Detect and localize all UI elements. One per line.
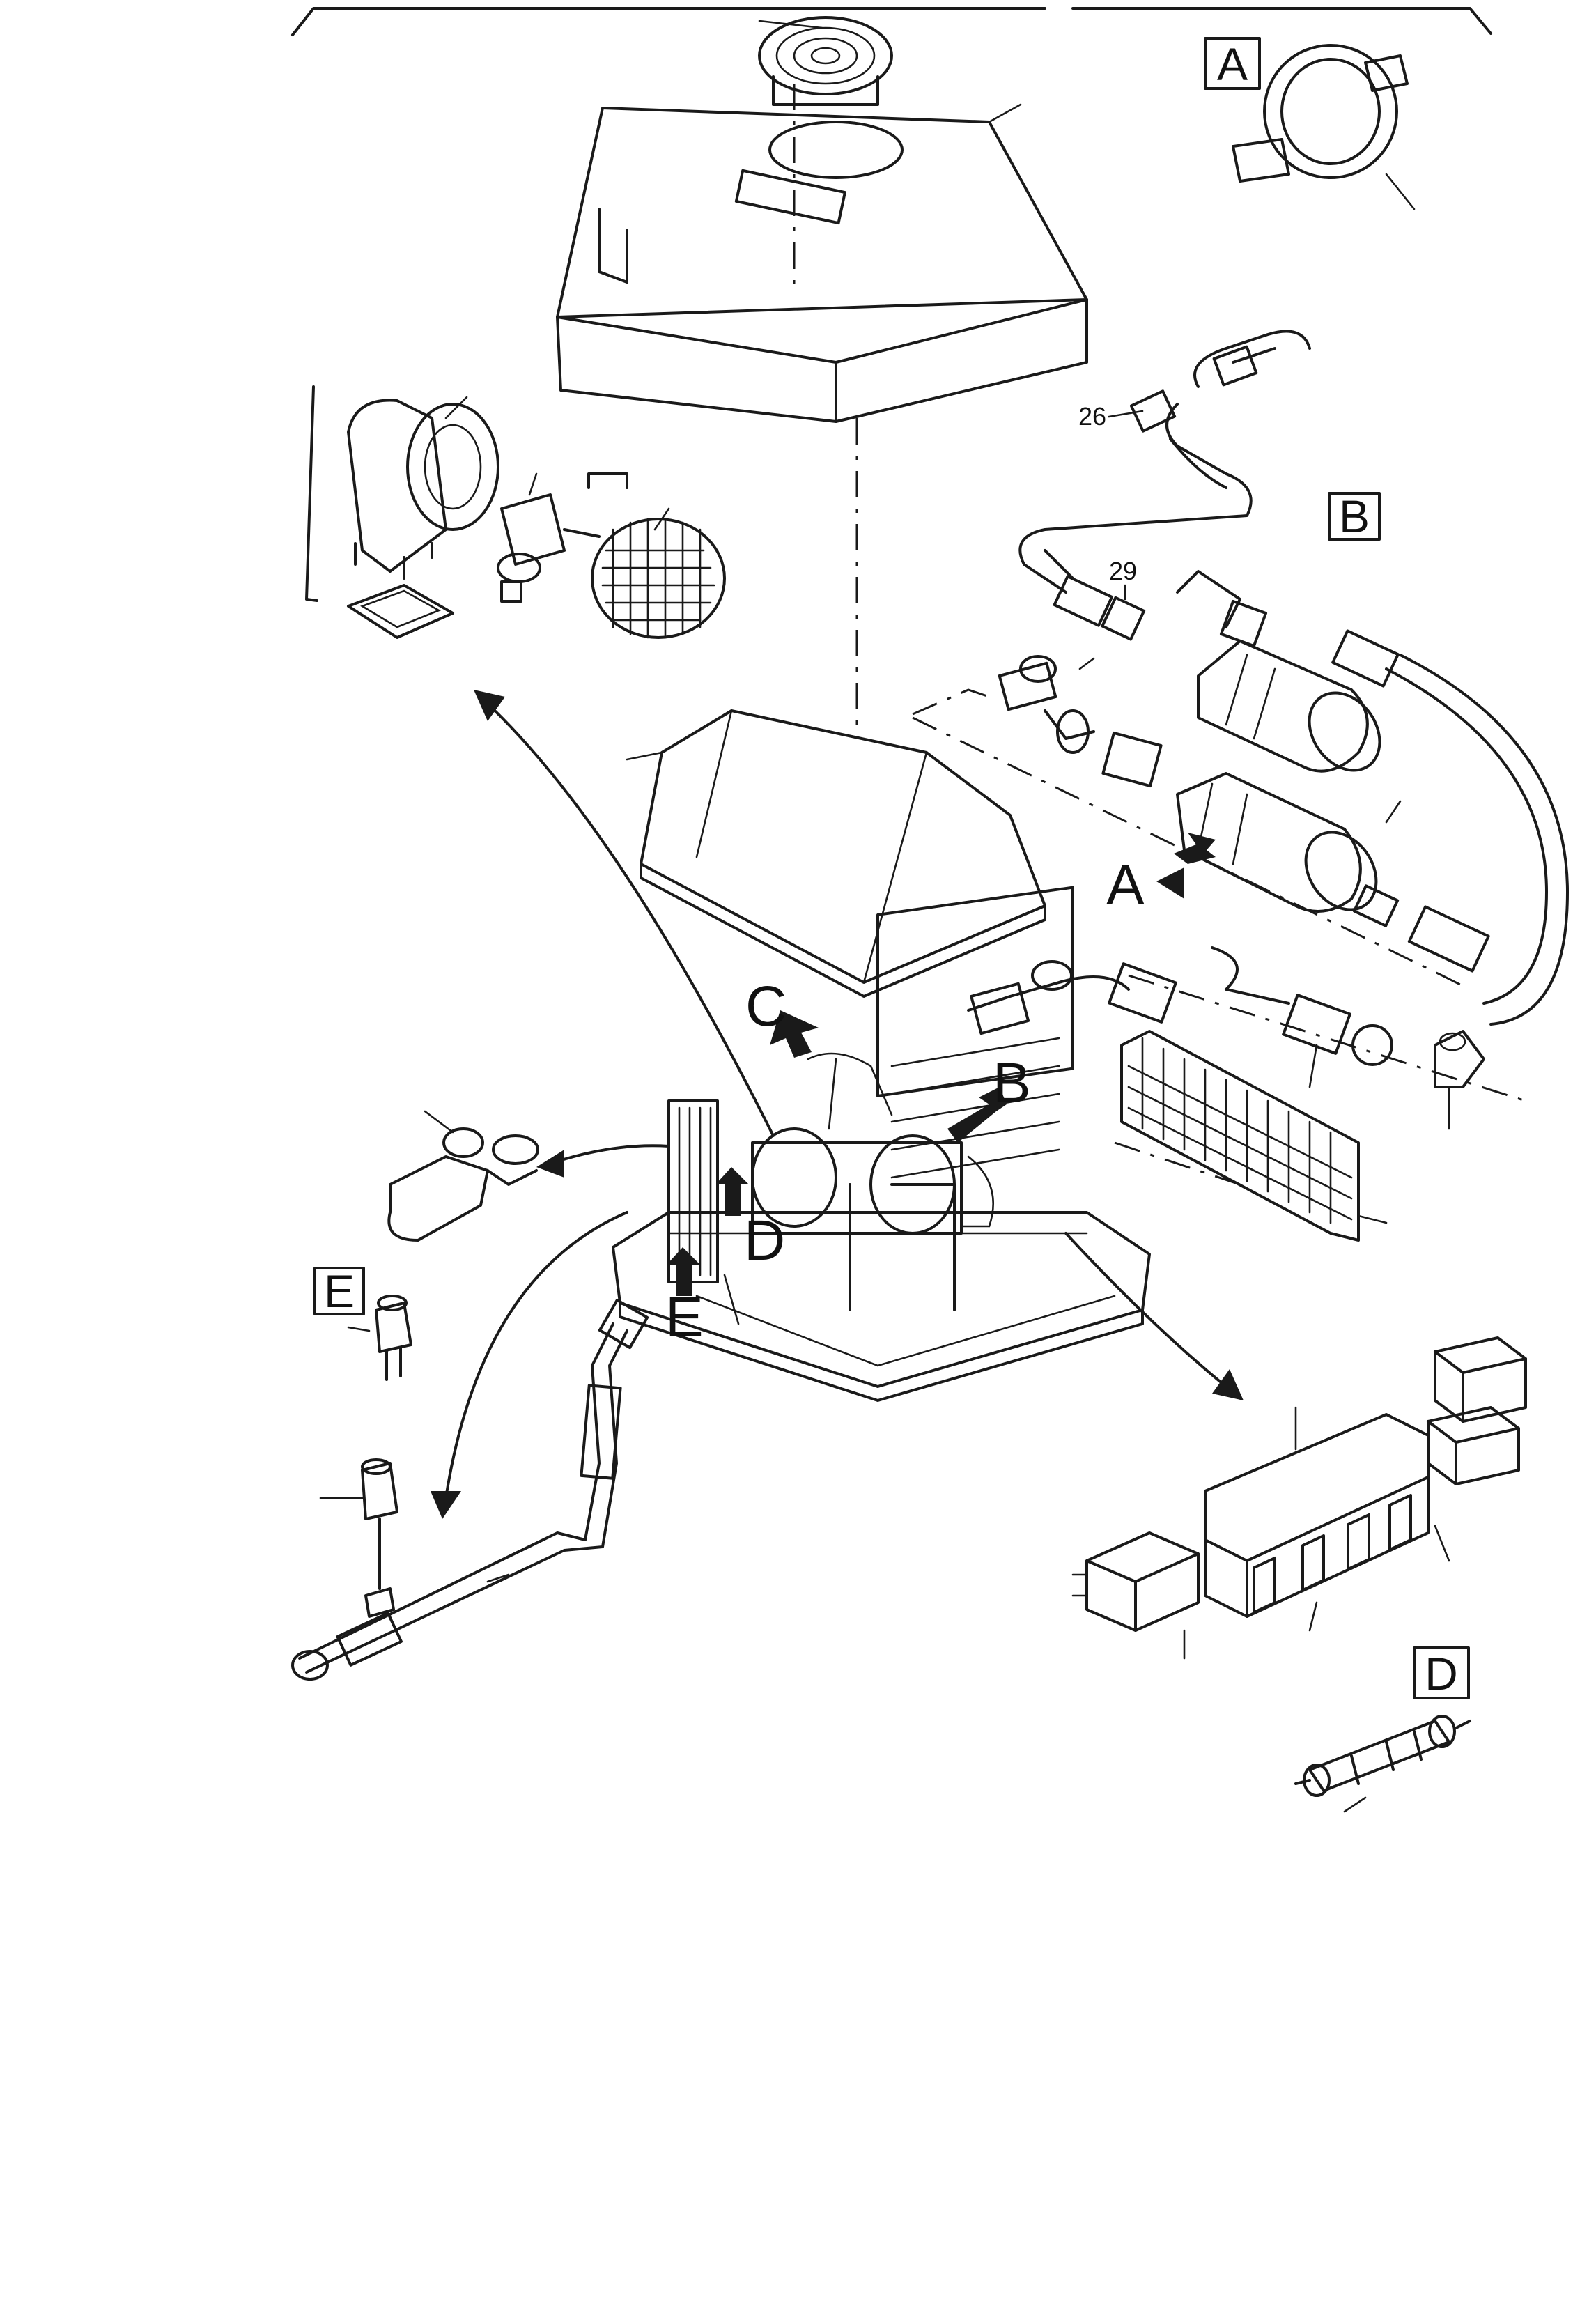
- pressure-switch-part: [347, 1295, 412, 1381]
- detail-box-b: B: [1328, 491, 1381, 542]
- condenser-grille: [1114, 1030, 1388, 1242]
- expansion-valve-part: [387, 1110, 539, 1242]
- roof-cover: [556, 103, 1088, 423]
- part-number-29: 29: [1109, 557, 1137, 585]
- callout-d: D: [744, 1209, 785, 1272]
- callout-b: B: [993, 1051, 1031, 1115]
- callout-arrows: [667, 833, 1216, 1296]
- frame-border: [291, 7, 1492, 36]
- callout-e: E: [665, 1286, 704, 1349]
- blower-assembly: [305, 385, 726, 639]
- detail-box-b-letter: B: [1339, 491, 1370, 542]
- part-number-26: 26: [1078, 402, 1106, 431]
- detail-box-d-letter: D: [1425, 1648, 1458, 1699]
- callout-a: A: [1106, 854, 1145, 917]
- evaporator-cover: [626, 709, 1046, 998]
- resistor-part: [1294, 1715, 1471, 1813]
- control-panel-part: [1071, 1336, 1527, 1660]
- detail-box-a-letter: A: [1217, 38, 1248, 90]
- pointer-arrows: [431, 690, 1244, 1519]
- detail-box-a: A: [1204, 37, 1261, 90]
- callout-c: C: [745, 975, 787, 1038]
- detail-box-d: D: [1413, 1646, 1470, 1699]
- base-unit-chassis: [612, 886, 1151, 1402]
- receiver-drier-assembly: [912, 330, 1569, 1130]
- detail-box-e-letter: E: [324, 1265, 355, 1317]
- roof-vent-grille: [758, 16, 893, 106]
- part-number-26-leader: [1108, 410, 1144, 418]
- hose-clamp-part: [1232, 44, 1416, 210]
- detail-box-e: E: [313, 1265, 365, 1317]
- liquid-line-hose: [291, 1298, 649, 1681]
